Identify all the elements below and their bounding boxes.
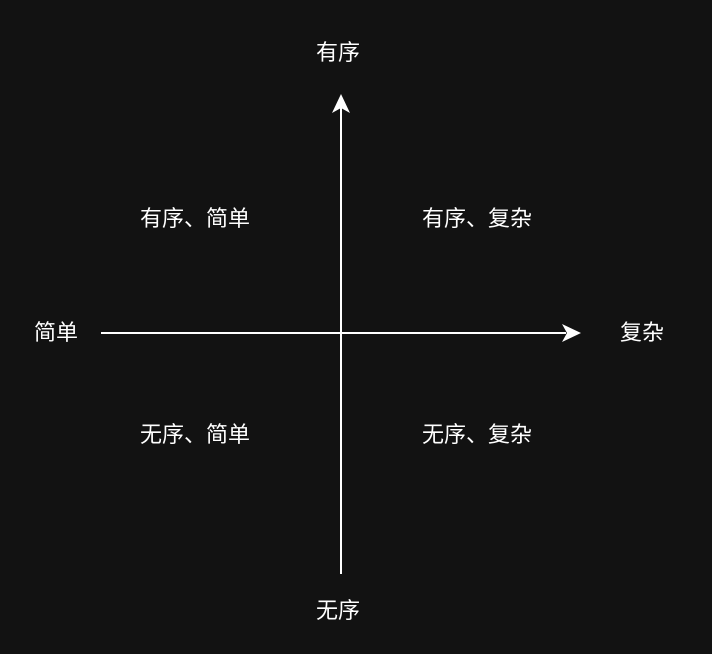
axis-label-right: 复杂 xyxy=(619,321,665,346)
quadrant-label-bottom-left: 无序、简单 xyxy=(139,423,251,448)
horizontal-axis-arrowhead xyxy=(562,324,581,342)
axis-label-bottom: 无序 xyxy=(315,599,361,624)
axis-label-left: 简单 xyxy=(33,321,79,346)
quadrant-label-bottom-right: 无序、复杂 xyxy=(421,423,533,448)
quadrant-label-top-left: 有序、简单 xyxy=(139,207,251,232)
vertical-axis-arrowhead xyxy=(332,94,350,113)
axis-label-top: 有序 xyxy=(315,41,361,66)
quadrant-label-top-right: 有序、复杂 xyxy=(421,207,533,232)
